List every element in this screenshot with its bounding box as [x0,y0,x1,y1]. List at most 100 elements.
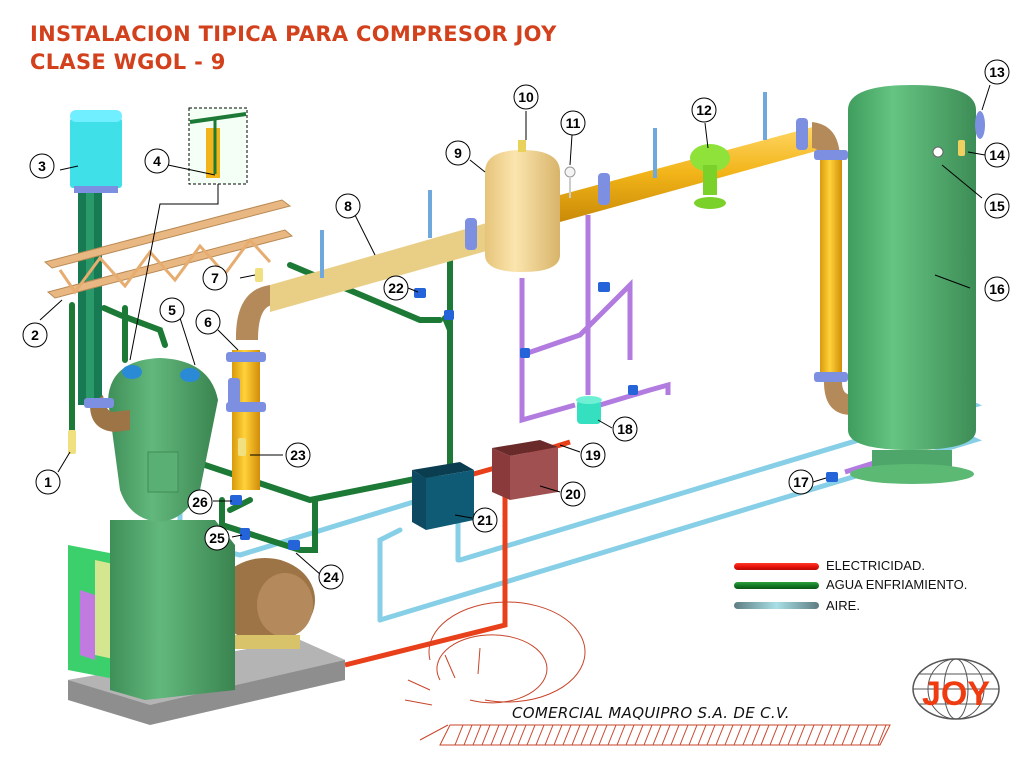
maquipro-stripe [751,724,761,746]
maquipro-stripe [679,724,689,746]
intake-filter-assembly [70,110,130,432]
maquipro-stripes [439,724,891,746]
maquipro-stripe [841,724,851,746]
callout: 15 [984,193,1010,219]
callout: 8 [335,193,361,219]
maquipro-stripe [742,724,752,746]
fittings [68,268,263,456]
compressor [108,358,235,700]
callout: 19 [580,442,606,468]
maquipro-stripe [616,724,626,746]
callout: 22 [383,275,409,301]
callout-number-2: 2 [31,327,39,343]
callout: 14 [984,142,1010,168]
callout-number-10: 10 [518,89,534,105]
control-panel-box [412,462,474,530]
maquipro-stripe [877,724,887,746]
valve-17 [826,472,838,482]
check-valve [690,144,730,209]
callout: 12 [691,97,717,123]
callout-number-15: 15 [989,198,1005,214]
maquipro-stripe [760,724,770,746]
maquipro-stripe [589,724,599,746]
maquipro-stripe [859,724,869,746]
maquipro-stripe [634,724,644,746]
maquipro-stripe [535,724,545,746]
callout-number-8: 8 [344,198,352,214]
callout-number-21: 21 [477,512,493,528]
callout: 24 [318,564,344,590]
maquipro-stripe [724,724,734,746]
maquipro-stripe [544,724,554,746]
maquipro-stripe [715,724,725,746]
discharge-riser [226,285,285,490]
legend-label-air: AIRE. [826,598,860,613]
maquipro-stripe [571,724,581,746]
callout: 25 [204,525,230,551]
maquipro-stripe [733,724,743,746]
callout-number-11: 11 [566,115,581,131]
condensate-trap [576,396,602,424]
callout: 4 [144,148,170,174]
callout: 5 [159,297,185,323]
leader-lines [39,84,991,576]
valves [230,282,838,550]
valve-water-return [444,310,454,320]
pipe-truss [43,199,294,299]
callout-number-24: 24 [323,569,339,585]
legend-swatch-electricity [734,563,819,570]
callout-number-6: 6 [204,314,212,330]
callout-number-19: 19 [585,447,601,463]
callout: 21 [472,507,498,533]
maquipro-stripe [625,724,635,746]
callout: 23 [285,442,311,468]
callout-number-14: 14 [989,147,1005,163]
callout-number-23: 23 [290,447,306,463]
callout-number-20: 20 [565,486,581,502]
valve-drain-3 [628,385,638,395]
joy-globe-logo: JOY [912,658,1000,720]
callout: 10 [513,84,539,110]
valve-drain-2 [520,348,530,358]
maquipro-stripe [562,724,572,746]
motor-starter-box [492,440,558,500]
maquipro-stripe [490,724,500,746]
legend [734,563,819,609]
callout-number-7: 7 [211,270,219,286]
callout-number-3: 3 [38,158,46,174]
drain-nozzle-1 [68,430,76,454]
callout: 6 [195,309,221,335]
maquipro-stripe [580,724,590,746]
callout-number-5: 5 [168,302,176,318]
callout-number-18: 18 [617,421,633,437]
maquipro-stripe [670,724,680,746]
callout: 7 [202,265,228,291]
callout-number-16: 16 [989,281,1005,297]
legend-swatch-cooling-water [734,582,819,589]
maquipro-stripe [769,724,779,746]
valve-24 [288,540,300,550]
maquipro-stripe [805,724,815,746]
maquipro-stripe [706,724,716,746]
maquipro-stripe [643,724,653,746]
callout: 13 [984,59,1010,85]
maquipro-stripe [553,724,563,746]
valve-drain-1 [598,282,610,292]
callout-number-26: 26 [192,494,208,510]
maquipro-stripe [463,724,473,746]
callout: 1 [35,469,61,495]
maquipro-stripe [823,724,833,746]
callout-number-9: 9 [454,145,462,161]
maquipro-stripe [796,724,806,746]
maquipro-stripe [868,724,878,746]
legend-label-electricity: ELECTRICIDAD. [826,558,925,573]
callout-number-4: 4 [153,153,161,169]
maquipro-stripe [481,724,491,746]
maquipro-stripe [472,724,482,746]
callout: 20 [560,481,586,507]
maquipro-stripe [499,724,509,746]
company-name: COMERCIAL MAQUIPRO S.A. DE C.V. [512,704,790,722]
callout: 11 [560,110,586,136]
valve-25 [240,528,250,540]
